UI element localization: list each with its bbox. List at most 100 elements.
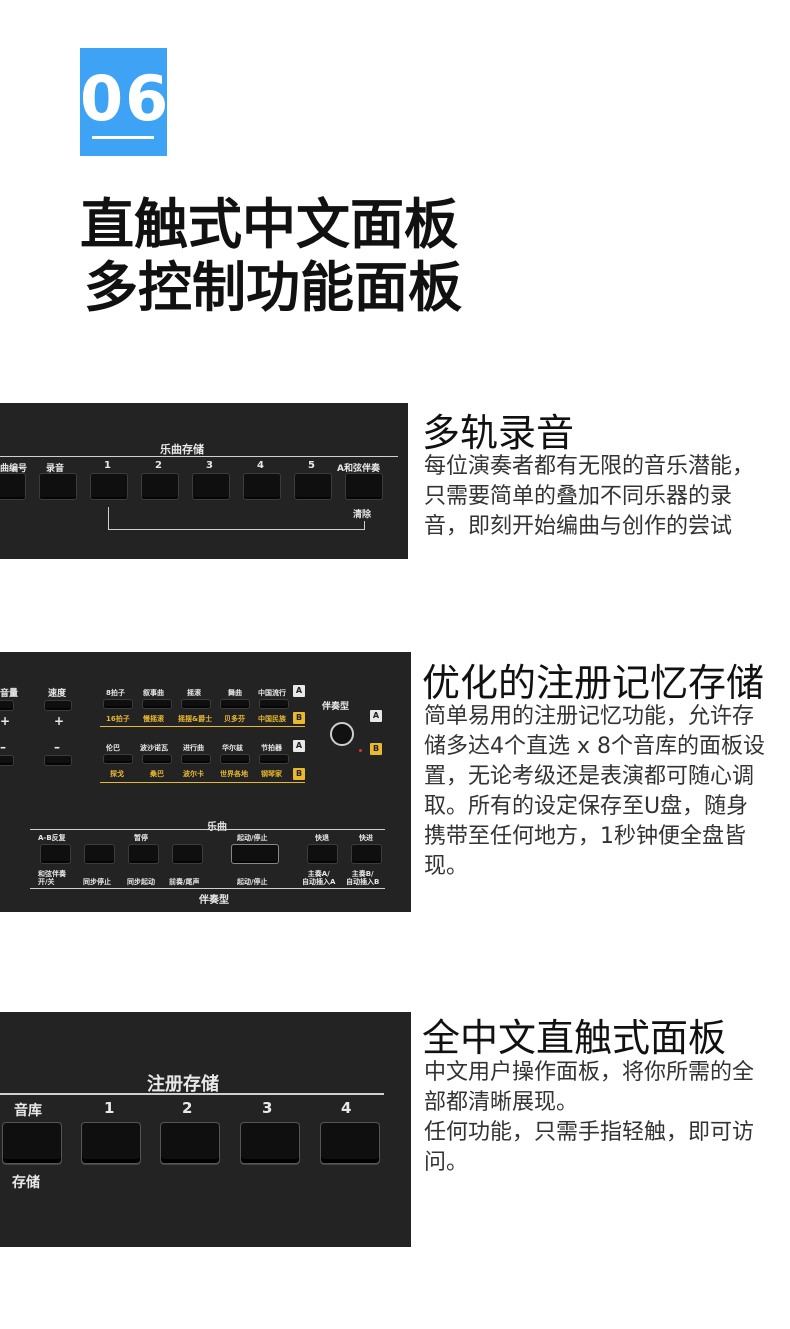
style-button-3[interactable] [181,699,211,709]
style-polka: 波尔卡 [183,770,204,778]
panel-registration-photo: 注册存储 音库 1 2 3 4 存储 [0,1012,411,1247]
style-16beat: 16拍子 [106,715,130,723]
section-body-multitrack: 每位演奏者都有无限的音乐潜能，只需要简单的叠加不同乐器的录音，即刻开始编曲与创作… [424,454,755,539]
style-button-9[interactable] [220,754,250,764]
intro-ending-button[interactable] [172,844,203,864]
label-rewind: 快退 [315,834,329,842]
style-rumba: 伦巴 [106,744,120,752]
label-reg-1: 1 [104,1099,115,1117]
style-button-8[interactable] [181,754,211,764]
main-b-button[interactable] [351,844,382,864]
sync-start-button[interactable] [128,844,159,864]
registration-group-label: 注册存储 [147,1074,219,1095]
label-volume: 音量 [0,689,19,699]
section-title-multitrack: 多轨录音 [422,411,575,455]
label-song-start-stop: 起动/停止 [237,834,268,842]
bank-b-tag-2: B [293,768,305,780]
track-3-button[interactable] [192,473,230,500]
registration-1-button[interactable] [81,1122,141,1164]
bank-b-tag-1: B [293,712,305,724]
track-a-button[interactable] [345,473,383,500]
style-button-5[interactable] [259,699,289,709]
style-ballad: 叙事曲 [143,689,164,697]
registration-2-button[interactable] [160,1122,220,1164]
label-track-4: 4 [257,460,264,471]
label-clear: 清除 [353,510,372,520]
tempo-down-button[interactable] [44,755,72,766]
style-march: 进行曲 [183,744,204,752]
bracket-left [108,507,109,529]
section-title-registration: 优化的注册记忆存储 [422,661,765,705]
bank-button[interactable] [2,1122,62,1164]
label-minus-1: – [0,740,6,754]
label-fast-forward: 快进 [359,834,373,842]
label-main-a: 主奏A/ 自动插入A [302,870,336,886]
record-button[interactable] [39,473,77,500]
style-metronome: 节拍器 [261,744,282,752]
section-body-chinese-panel: 中文用户操作面板，将你所需的全部都清晰展现。 任何功能，只需手指轻触，即可访问。 [424,1058,769,1178]
label-ab-repeat: A-B反复 [38,834,66,842]
style-button-1[interactable] [103,699,133,709]
group-label: 乐曲存储 [160,443,204,456]
style-beethoven: 贝多芬 [224,715,245,723]
panel-song-memory-photo: 乐曲存储 曲编号 录音 1 2 3 4 5 A和弦伴奏 清除 [0,403,408,559]
style-select-label: 伴奏型 [322,702,350,712]
section-number: 06 [80,62,171,135]
style-8beat: 8拍子 [106,689,125,697]
style-button-6[interactable] [103,754,133,764]
sync-stop-button[interactable] [84,844,115,864]
ab-repeat-button[interactable] [40,844,71,864]
style-pianist: 钢琴家 [261,770,282,778]
label-record: 录音 [46,464,65,474]
style-rock: 摇滚 [187,689,201,697]
section-number-badge: 06 [80,48,171,156]
tempo-button[interactable] [44,700,72,711]
style-dance: 舞曲 [228,689,242,697]
label-song-number: 曲编号 [0,464,28,474]
main-a-button[interactable] [307,844,338,864]
song-number-button[interactable] [0,473,26,500]
style-group-line [30,888,385,889]
headline-line-1: 直触式中文面板 [80,193,458,256]
registration-3-button[interactable] [240,1122,300,1164]
style-tango: 探戈 [110,770,124,778]
label-track-2: 2 [155,460,162,471]
style-world: 世界各地 [220,770,248,778]
label-tempo: 速度 [48,689,67,699]
track-2-button[interactable] [141,473,179,500]
label-minus-2: – [54,740,60,754]
style-button-2[interactable] [142,699,172,709]
label-style-start-stop: 起动/停止 [237,878,268,886]
track-1-button[interactable] [90,473,128,500]
volume-down-button[interactable] [0,755,14,766]
group-line [0,456,398,457]
start-stop-button[interactable] [231,844,279,864]
label-track-a: A和弦伴奏 [337,464,380,474]
bracket-bottom [108,529,365,530]
style-button-7[interactable] [142,754,172,764]
style-button-4[interactable] [220,699,250,709]
registration-4-button[interactable] [320,1122,380,1164]
body-line-1: 中文用户操作面板，将你所需的全部都清晰展现。 [424,1060,755,1115]
label-track-1: 1 [104,460,111,471]
label-main-b: 主奏B/ 自动插入B [346,870,380,886]
label-acmp-on-off: 和弦伴奏 开/关 [38,870,66,886]
label-reg-2: 2 [182,1099,193,1117]
style-button-10[interactable] [259,754,289,764]
headline-line-2: 多控制功能面板 [84,256,462,319]
section-title-chinese-panel: 全中文直触式面板 [422,1016,727,1060]
volume-button[interactable] [0,700,14,711]
section-body-registration: 简单易用的注册记忆功能，允许存储多达4个直选 x 8个音库的面板设置，无论考级还… [424,704,766,879]
label-track-5: 5 [308,460,315,471]
label-sync-start: 同步起动 [127,878,155,886]
label-reg-3: 3 [262,1099,273,1117]
style-group-label: 伴奏型 [199,895,229,906]
song-group-line [30,829,385,830]
bracket-right [364,521,365,529]
style-cfolk: 中国民族 [258,715,286,723]
style-select-knob[interactable] [330,722,354,746]
knob-a-tag: A [370,710,382,722]
style-swing-jazz: 摇摆&爵士 [178,715,213,723]
track-5-button[interactable] [294,473,332,500]
track-4-button[interactable] [243,473,281,500]
